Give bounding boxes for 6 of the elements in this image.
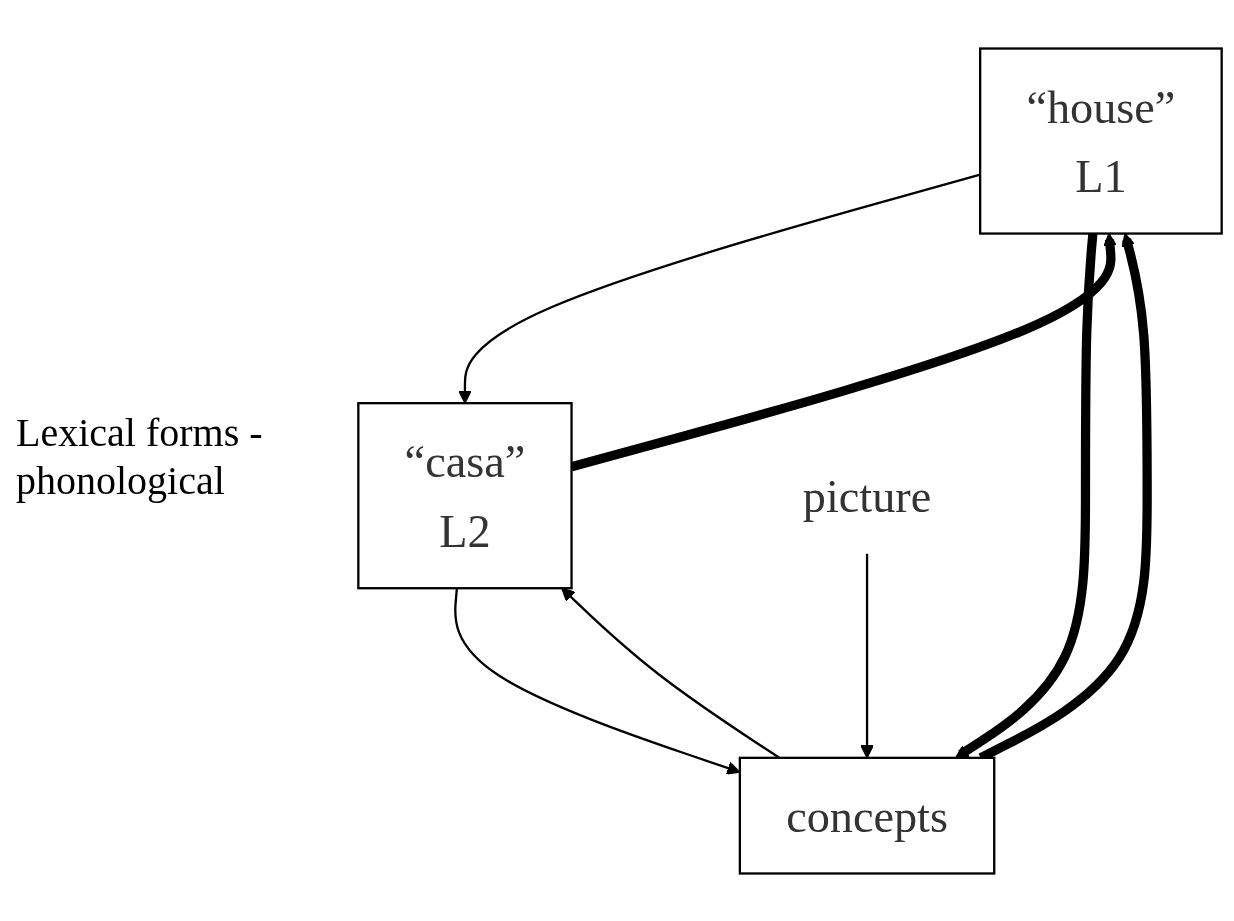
arrow — [860, 553, 874, 758]
node-box: “casa” L2 — [357, 401, 573, 589]
node-box: “house” L1 — [979, 46, 1223, 235]
node-text: picture — [802, 469, 932, 521]
node-box: concepts — [738, 756, 996, 875]
side-label: Lexical forms - phonological — [16, 408, 264, 505]
